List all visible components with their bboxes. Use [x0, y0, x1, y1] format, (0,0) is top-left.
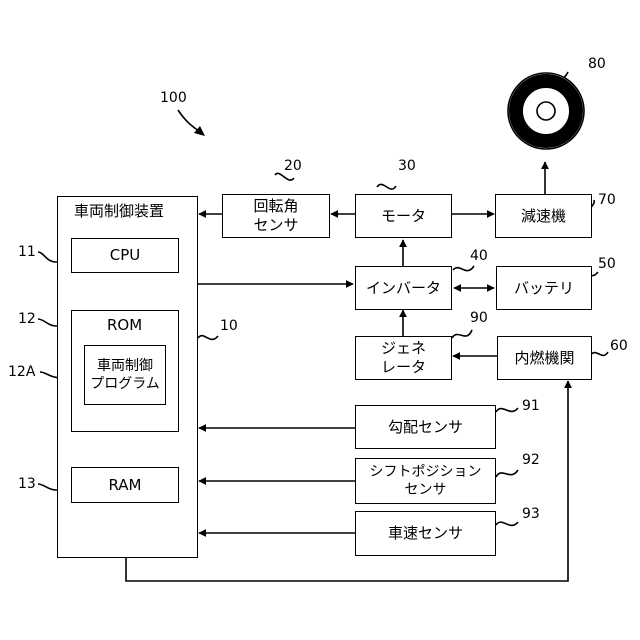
- shift-position-sensor-box: シフトポジション センサ: [355, 458, 496, 504]
- ref-speed-sensor: 93: [522, 506, 540, 522]
- ref-cpu: 11: [18, 244, 36, 260]
- inverter-label: インバータ: [366, 279, 441, 298]
- rom-label: ROM: [107, 316, 142, 335]
- cpu-label: CPU: [110, 246, 141, 265]
- motor-label: モータ: [381, 207, 426, 226]
- battery-label: バッテリ: [514, 279, 574, 298]
- ref-engine: 60: [610, 338, 628, 354]
- program-line1: 車両制御: [97, 357, 153, 375]
- battery-box: バッテリ: [496, 266, 592, 310]
- engine-label: 内燃機関: [514, 349, 574, 368]
- ref-battery: 50: [598, 256, 616, 272]
- ref-reducer: 70: [598, 192, 616, 208]
- vehicle-control-device-title: 車両制御装置: [74, 202, 164, 221]
- ram-box: RAM: [71, 467, 179, 503]
- ref-generator: 90: [470, 310, 488, 326]
- reducer-box: 減速機: [495, 194, 592, 238]
- motor-box: モータ: [355, 194, 452, 238]
- vehicle-control-program-box: 車両制御 プログラム: [84, 345, 166, 405]
- angle-sensor-box: 回転角 センサ: [222, 194, 330, 238]
- gradient-sensor-box: 勾配センサ: [355, 405, 496, 449]
- ref-gradient-sensor: 91: [522, 398, 540, 414]
- generator-box: ジェネ レータ: [355, 336, 452, 380]
- ref-inverter: 40: [470, 248, 488, 264]
- wheel-icon: [508, 73, 584, 149]
- ram-label: RAM: [108, 476, 141, 495]
- speed-sensor-label: 車速センサ: [388, 524, 463, 543]
- generator-line1: ジェネ: [381, 339, 426, 358]
- shift-sensor-line1: シフトポジション: [370, 463, 482, 481]
- generator-line2: レータ: [381, 358, 426, 377]
- speed-sensor-box: 車速センサ: [355, 511, 496, 556]
- ref-shift-sensor: 92: [522, 452, 540, 468]
- cpu-box: CPU: [71, 238, 179, 273]
- ref-motor: 30: [398, 158, 416, 174]
- reducer-label: 減速機: [521, 207, 566, 226]
- program-line2: プログラム: [90, 375, 160, 393]
- ref-program: 12A: [8, 364, 35, 380]
- ref-angle-sensor: 20: [284, 158, 302, 174]
- ref-ram: 13: [18, 476, 36, 492]
- ref-controller: 10: [220, 318, 238, 334]
- engine-box: 内燃機関: [497, 336, 592, 380]
- ref-rom: 12: [18, 311, 36, 327]
- gradient-sensor-label: 勾配センサ: [388, 418, 463, 437]
- inverter-box: インバータ: [355, 266, 452, 310]
- angle-sensor-line2: センサ: [253, 216, 298, 235]
- angle-sensor-line1: 回転角: [253, 197, 298, 216]
- arrowhead-100: [194, 126, 205, 136]
- ref-wheel: 80: [588, 56, 606, 72]
- ref-system: 100: [160, 90, 187, 106]
- shift-sensor-line2: センサ: [405, 481, 447, 499]
